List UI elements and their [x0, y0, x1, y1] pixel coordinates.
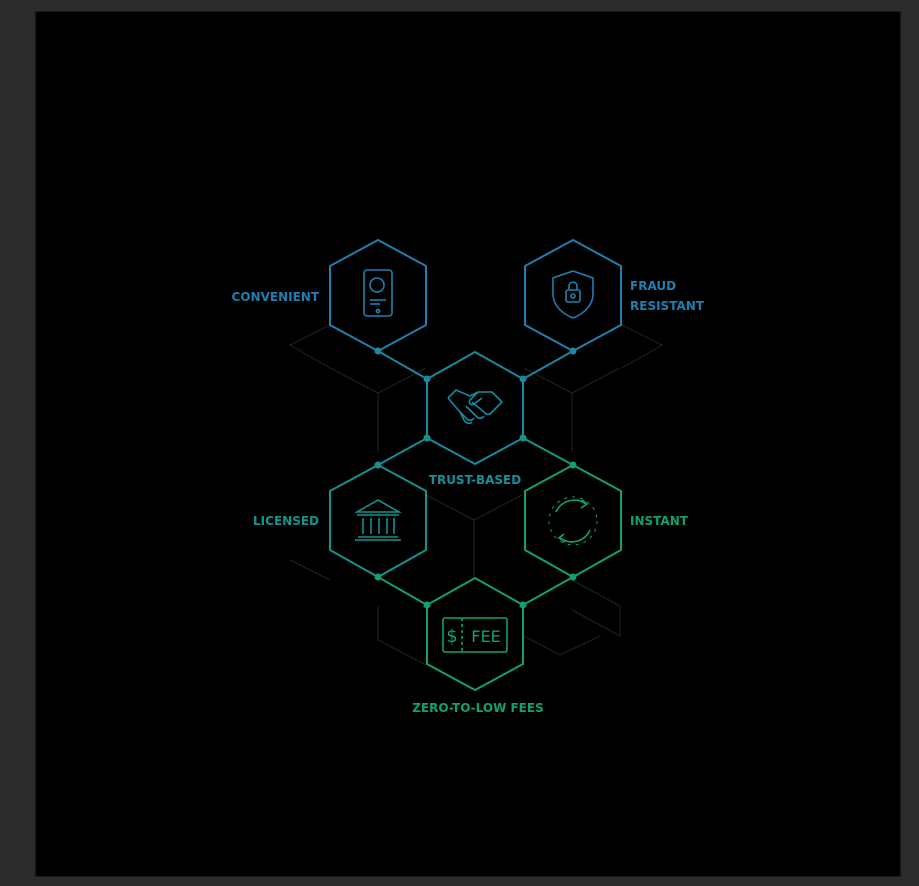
connector-lines: [377, 350, 574, 606]
bank-building-icon: [353, 499, 403, 541]
hex-licensed: [329, 464, 427, 578]
label-zero-to-low-fees: ZERO-TO-LOW FEES: [412, 701, 543, 715]
label-instant: INSTANT: [630, 514, 689, 528]
handshake-icon: [447, 389, 503, 425]
canvas-frame: [36, 12, 900, 876]
background-grid-lines: [288, 324, 664, 666]
hexagon-shapes: [329, 239, 622, 691]
label-licensed: LICENSED: [253, 514, 319, 528]
hex-instant: [524, 464, 622, 578]
refresh-circle-icon: [548, 496, 598, 546]
mobile-phone-icon: [363, 269, 393, 317]
hex-trust-based: [426, 351, 524, 465]
label-trust-based: TRUST-BASED: [429, 473, 521, 487]
fee-ticket-icon: $ FEE: [442, 617, 508, 653]
fee-text: FEE: [471, 627, 500, 646]
fee-currency-symbol: $: [446, 626, 457, 647]
label-convenient: CONVENIENT: [232, 290, 320, 304]
hex-convenient: [329, 239, 427, 352]
node-labels: CONVENIENT FRAUD RESISTANT TRUST-BASED L…: [232, 279, 705, 715]
label-fraud: FRAUD: [630, 279, 676, 293]
shield-lock-icon: [552, 270, 594, 319]
label-resistant: RESISTANT: [630, 299, 705, 313]
hex-fraud-resistant: [524, 239, 622, 352]
